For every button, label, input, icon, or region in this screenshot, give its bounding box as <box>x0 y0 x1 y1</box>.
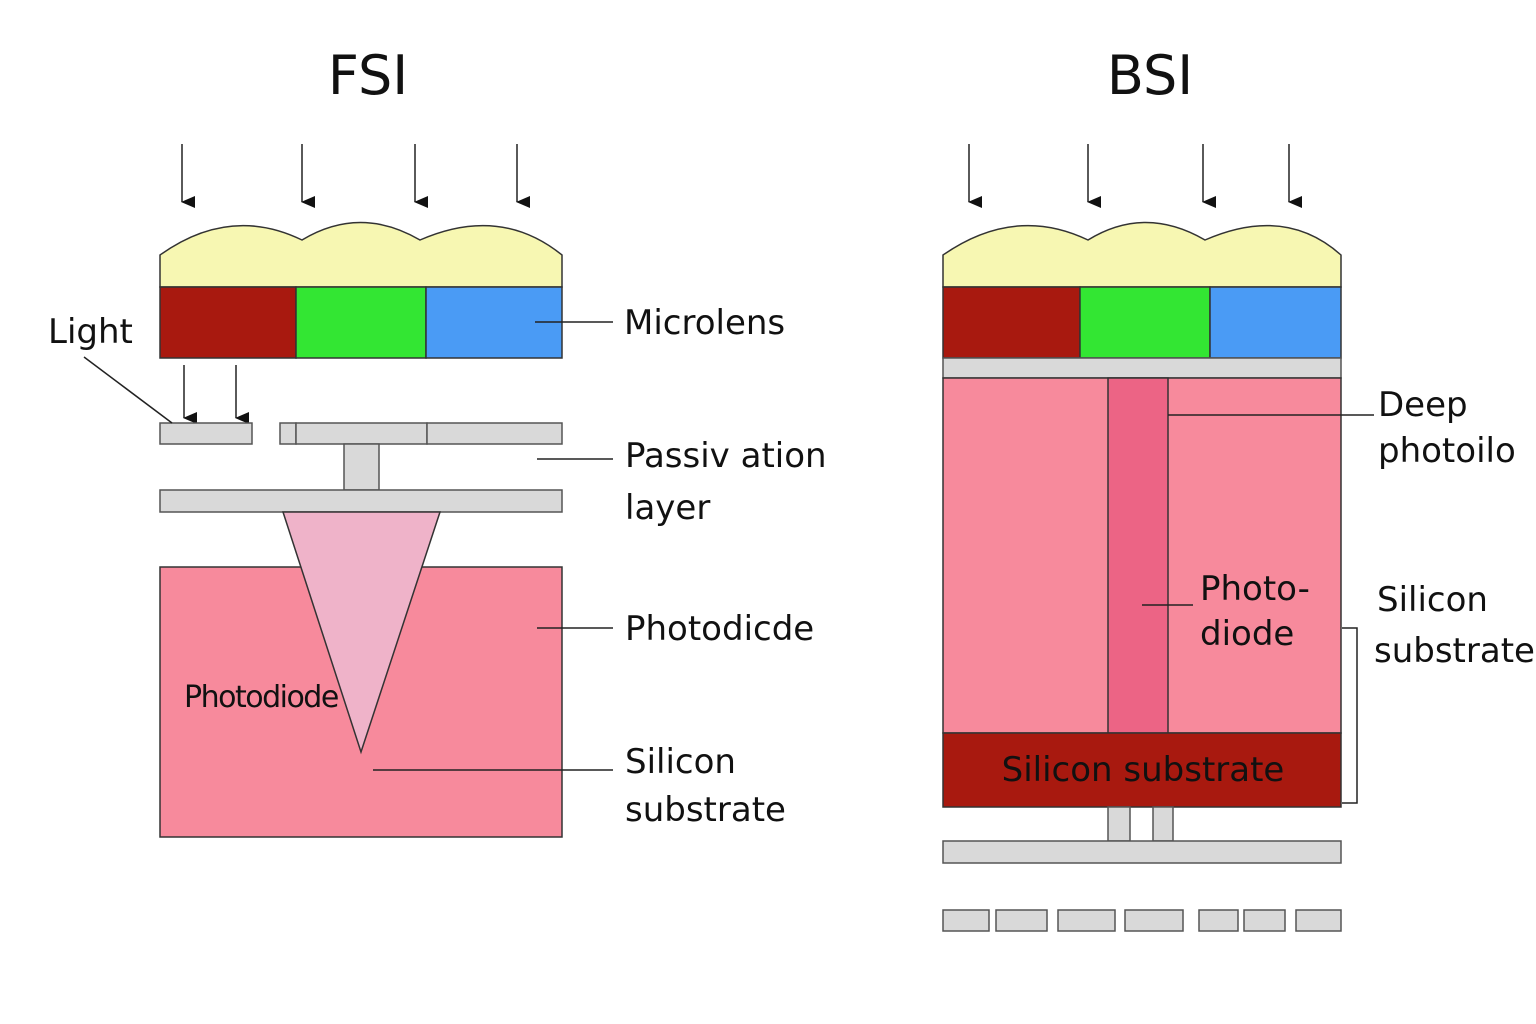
bsi-incoming-light-arrows <box>968 144 1302 208</box>
bsi-metal-segment <box>1124 909 1184 932</box>
fsi-microlens-label: Microlens <box>624 303 785 343</box>
bsi-silicon-label-line2: substrate <box>1374 631 1535 671</box>
bsi-metal-segment <box>1243 909 1286 932</box>
bsi-microlens <box>942 221 1342 288</box>
bsi-substrate-label: Silicon substrate <box>1002 750 1285 790</box>
fsi-passivation-label-line2: layer <box>625 488 710 528</box>
fsi-inner-light-arrows <box>183 365 249 424</box>
fsi-inner-photodiode-label: Photodiode <box>184 680 338 715</box>
fsi-light-cone <box>281 511 442 755</box>
bsi-filter-blue <box>1209 286 1342 359</box>
bsi-metal-segment <box>942 909 990 932</box>
bsi-deep-photodiode <box>1107 377 1169 734</box>
fsi-color-filter <box>159 286 563 359</box>
bsi-filter-red <box>942 286 1081 359</box>
fsi-title: FSI <box>328 44 408 107</box>
fsi-light-leader <box>83 356 173 424</box>
fsi-incoming-light-arrows <box>181 144 530 208</box>
bsi-silicon-bracket <box>1342 627 1358 804</box>
bsi-filter-green <box>1079 286 1211 359</box>
fsi-passivation-bar <box>159 489 563 513</box>
fsi-light-label: Light <box>48 312 133 352</box>
fsi-metal-bar <box>159 422 253 445</box>
bsi-metal-wiring <box>942 806 1342 932</box>
bsi-silicon-label-line1: Silicon <box>1377 580 1488 620</box>
bsi-metal-segment <box>1295 909 1342 932</box>
bsi-metal-segment <box>1057 909 1116 932</box>
fsi-photodiode-label: Photodicde <box>625 609 814 649</box>
fsi-microlens <box>159 221 563 288</box>
bsi-deep-label-line2: photoilo <box>1378 431 1516 471</box>
fsi-metal-via <box>343 443 380 491</box>
bsi-photodiode-label-line2: diode <box>1200 614 1294 654</box>
fsi-metal-bar <box>279 422 297 445</box>
bsi-metal-segment <box>1198 909 1239 932</box>
fsi-filter-green <box>295 286 427 359</box>
fsi-silicon-label-line1: Silicon <box>625 742 736 782</box>
fsi-metal-bar <box>295 422 428 445</box>
fsi-passivation-label-line1: Passiv ation <box>625 436 827 476</box>
bsi-metal-via <box>1107 806 1131 842</box>
bsi-metal-via <box>1152 806 1174 842</box>
bsi-deep-label-line1: Deep <box>1378 385 1468 425</box>
fsi-silicon-label-line2: substrate <box>625 790 786 830</box>
fsi-metal-bar <box>426 422 563 445</box>
bsi-metal-segment <box>995 909 1048 932</box>
bsi-top-layer <box>942 357 1342 379</box>
bsi-substrate-block <box>942 732 1342 808</box>
bsi-title: BSI <box>1107 44 1193 107</box>
bsi-metal-bar <box>942 840 1342 864</box>
fsi-metal-wiring <box>159 422 563 513</box>
fsi-filter-red <box>159 286 297 359</box>
bsi-photodiode-label-line1: Photo- <box>1200 569 1310 609</box>
bsi-color-filter <box>942 286 1342 359</box>
